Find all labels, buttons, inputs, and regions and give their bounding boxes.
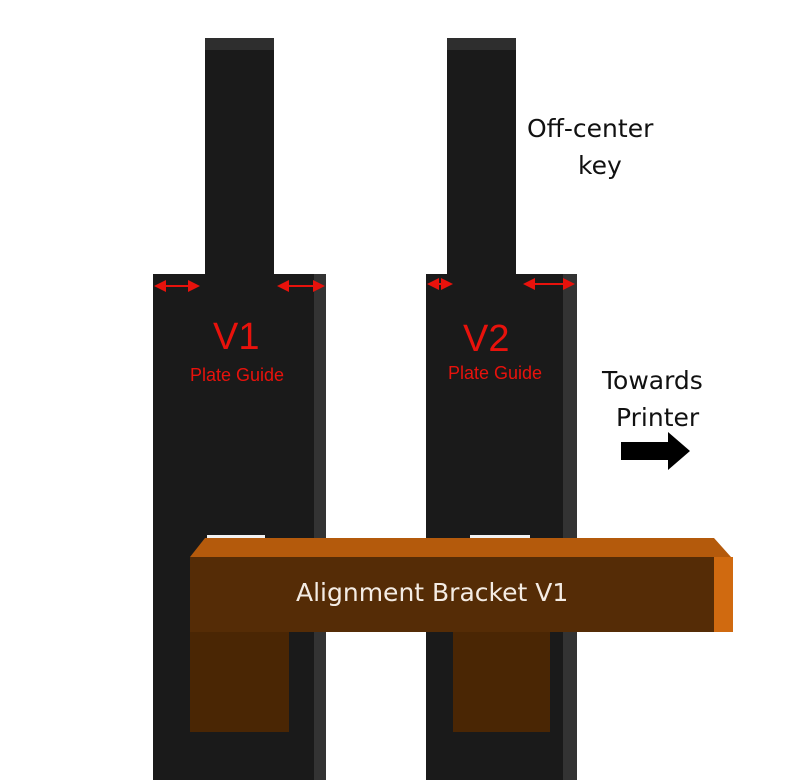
key-label-line2: key (578, 151, 622, 180)
guide-subtitle: Plate Guide (190, 365, 284, 385)
direction-label-line2: Printer (616, 403, 700, 432)
bracket-leg (190, 632, 289, 732)
alignment-bracket: Alignment Bracket V1 (190, 535, 733, 732)
guide-title: V2 (463, 318, 509, 360)
guide-title: V1 (213, 316, 259, 358)
plate-guide-v2: V2 Plate Guide (426, 38, 577, 780)
direction-label-line1: Towards (601, 366, 703, 395)
bracket-leg (453, 632, 550, 732)
bracket-label: Alignment Bracket V1 (296, 578, 568, 607)
key-label-line1: Off-center (527, 114, 654, 143)
arrow-right-icon (621, 432, 690, 470)
guide-subtitle: Plate Guide (448, 363, 542, 383)
